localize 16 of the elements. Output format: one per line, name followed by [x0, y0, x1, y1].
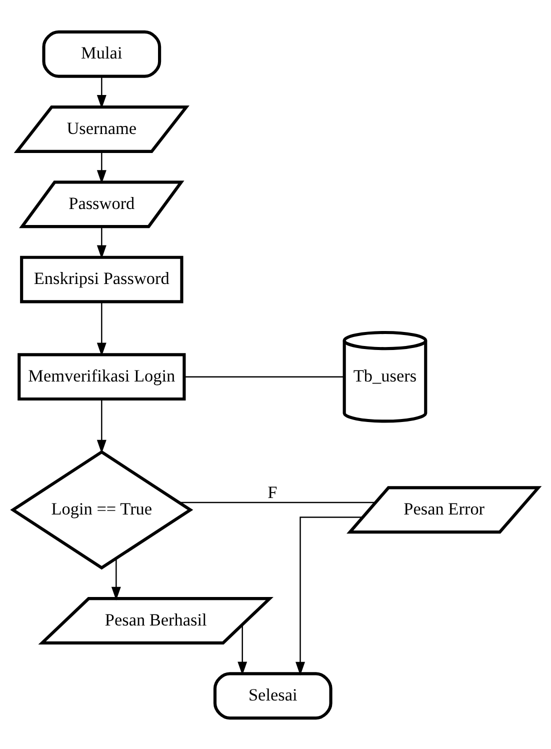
connector	[179, 501, 376, 503]
edge-label: F	[268, 482, 278, 502]
arrow	[96, 151, 106, 184]
arrow	[96, 302, 106, 356]
node-box: Memverifikasi Login	[18, 352, 186, 400]
arrow	[96, 226, 106, 258]
node-box: Enskripsi Password	[20, 255, 184, 303]
arrow	[238, 624, 248, 675]
arrow	[96, 76, 106, 108]
connector	[184, 376, 344, 377]
arrow	[96, 398, 106, 453]
arrow	[296, 516, 363, 675]
node-diamond: Login == True	[10, 450, 194, 570]
node-box: Selesai	[213, 672, 332, 720]
arrow	[111, 558, 121, 600]
node-box: Mulai	[42, 30, 162, 78]
